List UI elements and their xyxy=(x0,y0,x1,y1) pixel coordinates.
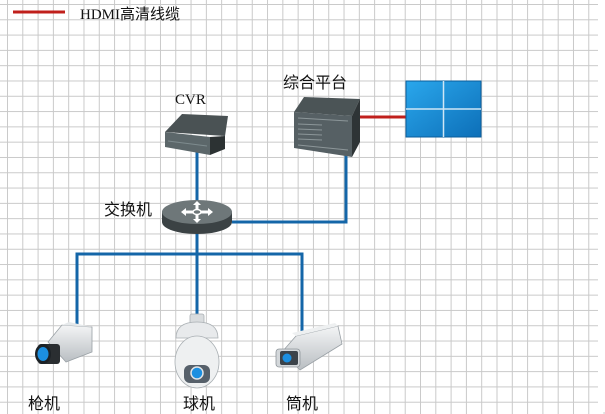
legend-label: HDMI高清线缆 xyxy=(80,7,180,23)
platform-device[interactable] xyxy=(294,97,360,157)
box-camera-label: 枪机 xyxy=(28,394,61,413)
dome-camera-device[interactable] xyxy=(174,313,220,389)
tube-camera-device[interactable] xyxy=(275,323,343,371)
platform-label: 综合平台 xyxy=(283,73,348,92)
cvr-device[interactable] xyxy=(165,114,228,155)
dome-camera-label: 球机 xyxy=(183,394,216,413)
tube-camera-label: 筒机 xyxy=(286,394,319,413)
switch-label: 交换机 xyxy=(104,200,153,219)
video-wall[interactable] xyxy=(405,80,482,138)
network-links xyxy=(75,150,348,340)
box-camera-device[interactable] xyxy=(35,322,93,364)
link-switch-platform xyxy=(232,152,348,224)
cvr-label: CVR xyxy=(175,92,206,108)
switch-device[interactable] xyxy=(162,200,232,234)
canvas-margin xyxy=(598,0,605,412)
switch-arrows-icon xyxy=(181,201,213,223)
link-distribution xyxy=(75,252,304,340)
